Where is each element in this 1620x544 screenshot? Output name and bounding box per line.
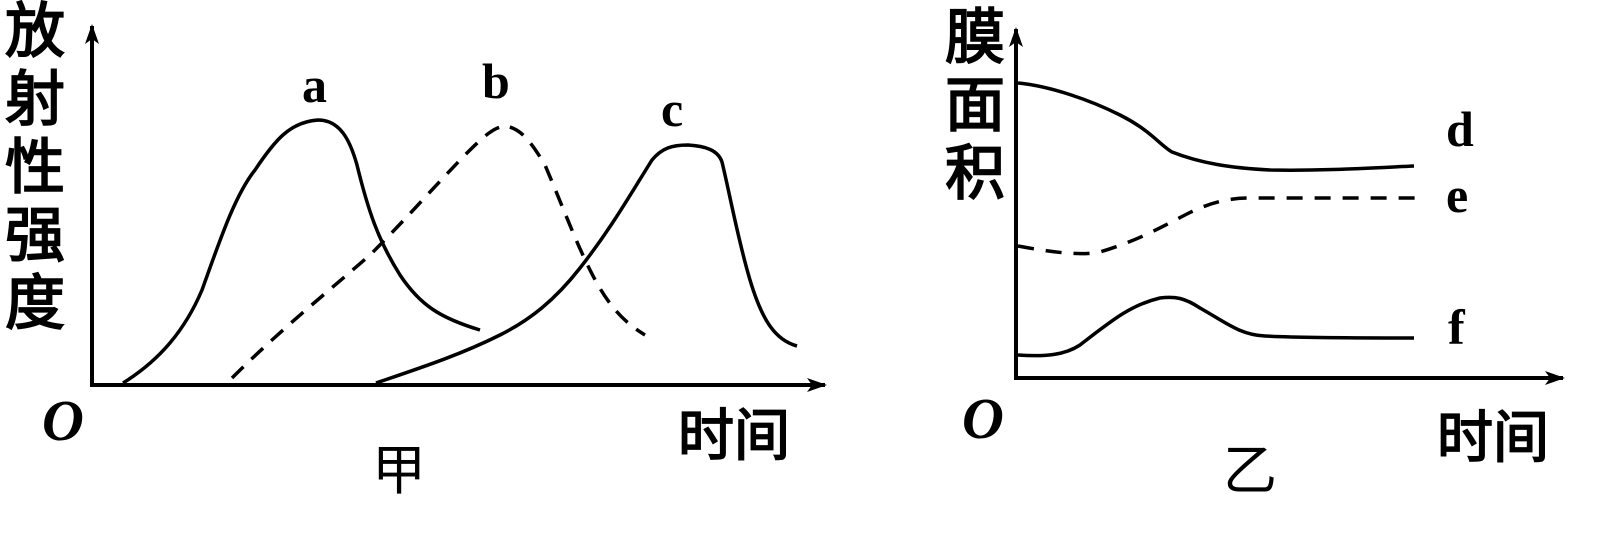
left-x-axis-label: 时间 <box>678 403 790 469</box>
right-ylabel-char: 膜 <box>945 3 1005 73</box>
curve-c <box>375 143 798 385</box>
right-chart-caption: 乙 <box>1223 439 1277 502</box>
left-ylabel-char: 度 <box>5 269 65 339</box>
right-origin-label: O <box>962 386 1004 451</box>
left-chart-axes <box>85 24 827 392</box>
curve-d <box>1017 81 1415 172</box>
right-ylabel-char: 积 <box>945 139 1005 209</box>
right-x-axis-label: 时间 <box>1437 405 1549 471</box>
curve-e-label: e <box>1446 167 1469 223</box>
curve-c-label: c <box>661 81 684 137</box>
curve-d-label: d <box>1446 101 1474 157</box>
left-ylabel-char: 性 <box>5 133 65 203</box>
curve-b-label: b <box>482 53 510 109</box>
curve-b <box>230 124 646 380</box>
left-origin-label: O <box>42 388 84 453</box>
left-y-axis-label: 放 射 性 强 度 <box>0 0 70 338</box>
curve-f-label: f <box>1448 299 1465 355</box>
curve-e <box>1017 196 1415 256</box>
curve-a-label: a <box>302 57 327 113</box>
left-ylabel-char: 射 <box>5 65 65 135</box>
left-ylabel-char: 放 <box>5 0 65 67</box>
right-y-axis-label: 膜 面 积 <box>940 4 1010 208</box>
left-chart-caption: 甲 <box>372 439 426 502</box>
curve-f <box>1017 295 1415 358</box>
curve-a <box>122 118 481 385</box>
left-ylabel-char: 强 <box>5 201 65 271</box>
right-ylabel-char: 面 <box>945 71 1005 141</box>
right-chart-axes <box>1009 27 1565 385</box>
